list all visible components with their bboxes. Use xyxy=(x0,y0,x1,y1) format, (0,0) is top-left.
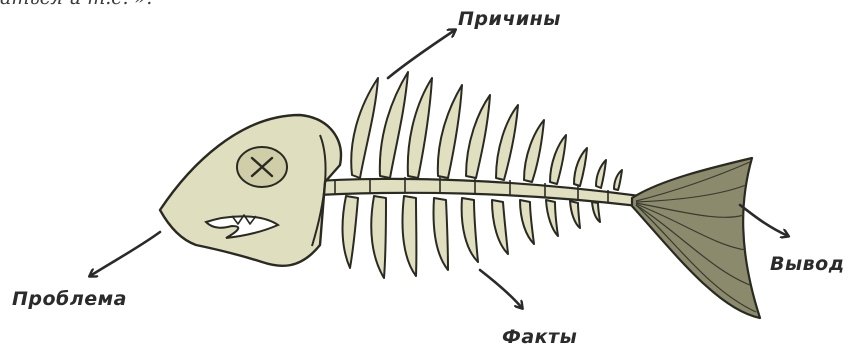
upper-rib xyxy=(550,135,566,184)
upper-rib xyxy=(438,85,462,178)
label-facts: Факты xyxy=(502,326,577,348)
upper-rib xyxy=(614,170,622,190)
lower-rib xyxy=(434,198,448,270)
tail-fin xyxy=(632,158,760,318)
upper-rib xyxy=(596,160,606,188)
lower-rib xyxy=(592,202,600,222)
upper-ribs xyxy=(351,72,622,190)
lower-rib xyxy=(462,198,478,262)
upper-rib xyxy=(574,148,587,186)
lower-rib xyxy=(570,201,580,228)
lower-rib xyxy=(371,196,386,278)
label-problem: Проблема xyxy=(12,288,127,310)
lower-rib xyxy=(343,196,358,268)
label-conclusion: Вывод xyxy=(770,253,845,275)
lower-rib xyxy=(403,196,417,276)
upper-rib xyxy=(408,78,432,178)
lower-ribs xyxy=(343,196,600,278)
upper-rib xyxy=(524,120,544,182)
upper-rib xyxy=(496,105,518,180)
label-causes: Причины xyxy=(458,8,561,30)
arrow-icon xyxy=(388,30,455,78)
arrow-icon xyxy=(740,205,788,236)
arrow-icon xyxy=(480,270,522,308)
upper-rib xyxy=(466,95,490,178)
lower-rib xyxy=(492,200,508,254)
upper-rib xyxy=(380,72,408,178)
lower-rib xyxy=(520,200,534,244)
arrow-icon xyxy=(90,232,160,276)
upper-rib xyxy=(351,78,378,178)
lower-rib xyxy=(546,200,558,236)
